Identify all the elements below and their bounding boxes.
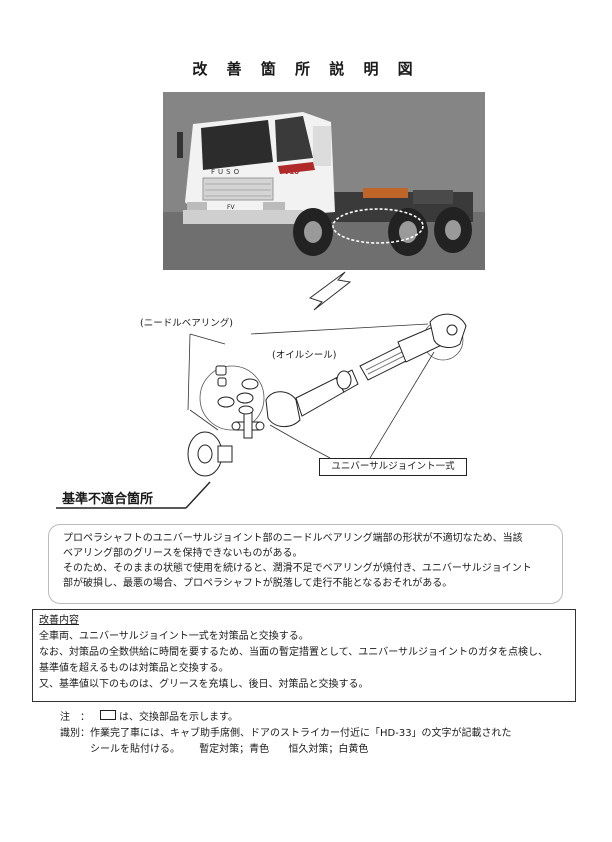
truck-photo: FUSO V10 FV <box>163 92 485 270</box>
remedy-line: 基準値を超えるものは対策品と交換する。 <box>39 663 229 674</box>
remedy-line: 又、基準値以下のものは、グリースを充填し、後日、対策品と交換する。 <box>39 679 369 690</box>
note-key: 注 ： <box>60 712 90 723</box>
remedy-line: 全車両、ユニバーサルジョイント一式を対策品と交換する。 <box>39 631 309 642</box>
model-badge: V10 <box>284 168 300 176</box>
exploded-view-drawing <box>56 271 467 509</box>
plate-badge: FV <box>227 204 235 211</box>
identification-text: 作業完了車には、キャブ助手席側、ドアのストライカー付近に「HD-33」の文字が記… <box>90 728 512 739</box>
universal-joint-label: ユニバーサルジョイント一式 <box>319 458 467 476</box>
note-row: 注 ： は、交換部品を示します。 <box>60 710 580 726</box>
propeller-shaft-diagram: (ニードルベアリング) (オイルシール) <box>0 270 612 510</box>
page-title: 改 善 箇 所 説 明 図 <box>192 60 420 78</box>
needle-bearing-callout: (ニードルベアリング) <box>140 318 233 329</box>
identification-text-2: シールを貼付ける。 <box>90 744 180 755</box>
provisional-color: 暫定対策；青色 <box>199 744 270 755</box>
identification-row: 識別： 作業完了車には、キャブ助手席側、ドアのストライカー付近に「HD-33」の… <box>60 726 580 742</box>
oil-seal-callout: (オイルシール) <box>272 350 337 361</box>
nonconforming-part-label: 基準不適合箇所 <box>62 492 154 507</box>
replacement-part-square-icon <box>100 710 116 720</box>
description-line: ベアリング部のグリースを保持できないものがある。 <box>63 548 303 559</box>
defect-description: プロペラシャフトのユニバーサルジョイント部のニードルベアリング端部の形状が不適切… <box>48 524 563 604</box>
remedy-box: 改善内容 全車両、ユニバーサルジョイント一式を対策品と交換する。 なお、対策品の… <box>32 609 576 702</box>
brand-badge: FUSO <box>211 168 243 176</box>
identification-key: 識別： <box>60 728 90 739</box>
identification-continued: シールを貼付ける。 暫定対策；青色 恒久対策；白黄色 <box>60 742 580 758</box>
description-line: プロペラシャフトのユニバーサルジョイント部のニードルベアリング端部の形状が不適切… <box>63 533 523 544</box>
remedy-line: なお、対策品の全数供給に時間を要するため、当面の暫定措置として、ユニバーサルジョ… <box>39 647 548 658</box>
description-line: そのため、そのままの状態で使用を続けると、潤滑不足でベアリングが焼付き、ユニバー… <box>63 563 532 574</box>
note-text: は、交換部品を示します。 <box>119 712 238 723</box>
notes-section: 注 ： は、交換部品を示します。 識別： 作業完了車には、キャブ助手席側、ドアの… <box>60 710 580 758</box>
remedy-heading: 改善内容 <box>39 615 79 626</box>
description-line: 部が破損し、最悪の場合、プロペラシャフトが脱落して走行不能となるおそれがある。 <box>63 578 453 589</box>
permanent-color: 恒久対策；白黄色 <box>288 744 369 755</box>
